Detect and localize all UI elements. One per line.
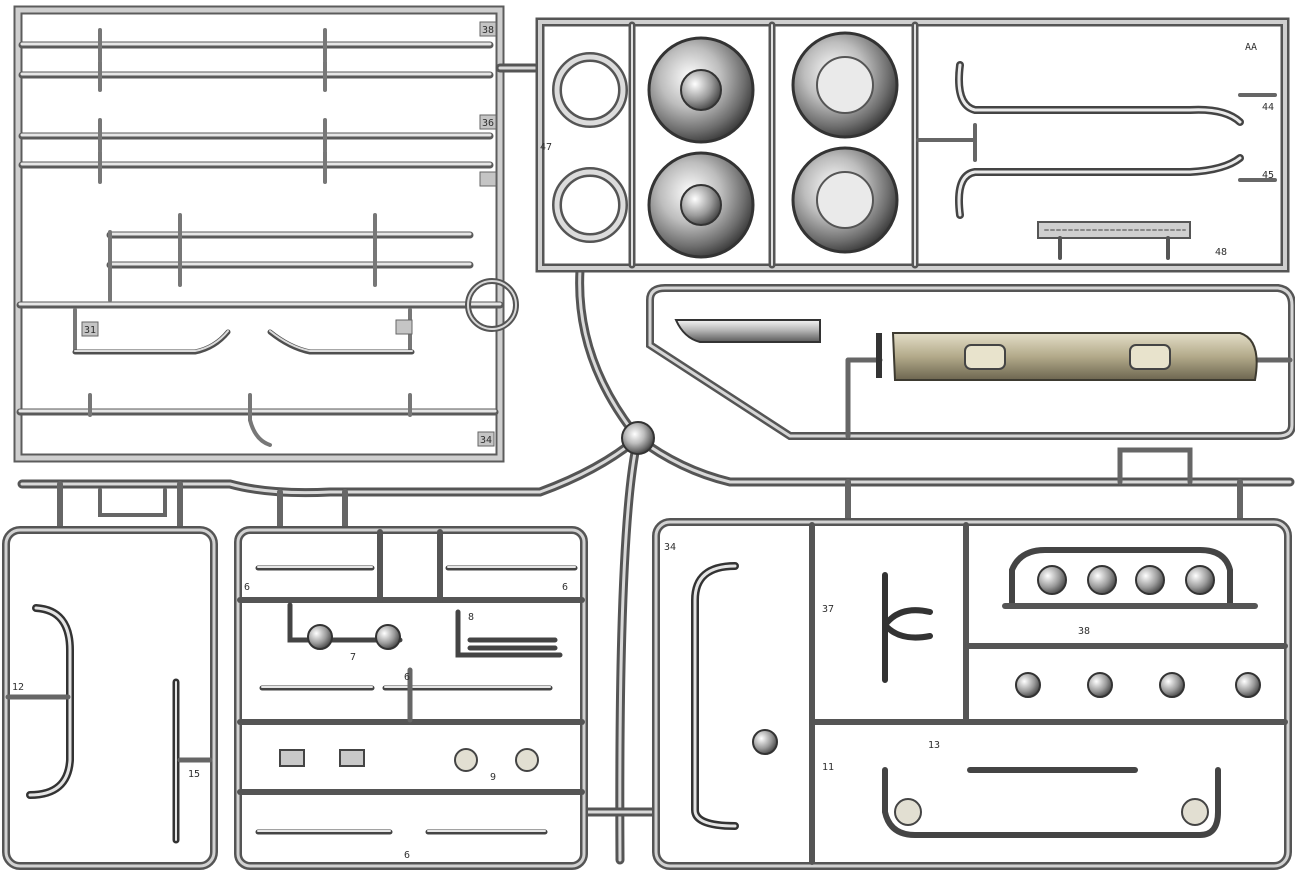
part-number-label: 34 <box>664 542 676 553</box>
hubcap-front-lower <box>647 151 755 259</box>
part-number-label: 6 <box>404 850 410 861</box>
hubcap-front-upper <box>647 36 755 144</box>
part-number-label: 37 <box>822 604 834 615</box>
part-number-label: 8 <box>468 612 474 623</box>
part-number-label: 45 <box>1262 170 1274 181</box>
part-tab <box>81 21 497 447</box>
frame-top-right <box>535 17 1290 273</box>
hubcap-rear-lower <box>791 146 899 254</box>
part-number-label: 6 <box>244 582 250 593</box>
wheel-trim-ring-lower <box>552 167 628 243</box>
part-number-label: 48 <box>1215 247 1227 258</box>
part-number-label: 11 <box>822 762 834 773</box>
frame-bottom-right <box>652 518 1292 870</box>
bumper-part <box>876 332 1258 381</box>
part-number-label: 38 <box>482 25 494 36</box>
wheel-trim-ring-upper <box>552 52 628 128</box>
part-number-label: 6 <box>562 582 568 593</box>
part-number-label: 38 <box>1078 626 1090 637</box>
frame-bottom-center <box>234 526 588 870</box>
sprue-hub <box>621 421 655 455</box>
frame-top-left <box>13 5 519 463</box>
part-number-label: 7 <box>350 652 356 663</box>
part-number-label: 13 <box>928 740 940 751</box>
main-runner <box>17 63 1295 865</box>
frame-bottom-left-small <box>2 526 218 870</box>
small-lamp-part <box>279 624 539 772</box>
hubcap-rear-upper <box>791 31 899 139</box>
spot-lamp-part <box>752 565 1261 826</box>
part-number-label: 9 <box>490 772 496 783</box>
part-number-label: 15 <box>188 769 200 780</box>
sprue-letter-mark: AA <box>1245 42 1257 53</box>
part-number-label: 34 <box>480 435 492 446</box>
part-number-label: 12 <box>12 682 24 693</box>
grab-handle-part <box>674 319 821 343</box>
part-number-label: 6 <box>404 672 410 683</box>
part-number-label: 44 <box>1262 102 1274 113</box>
part-number-label: 47 <box>540 142 552 153</box>
part-number-label: 31 <box>84 325 96 336</box>
part-number-label: 36 <box>482 118 494 129</box>
